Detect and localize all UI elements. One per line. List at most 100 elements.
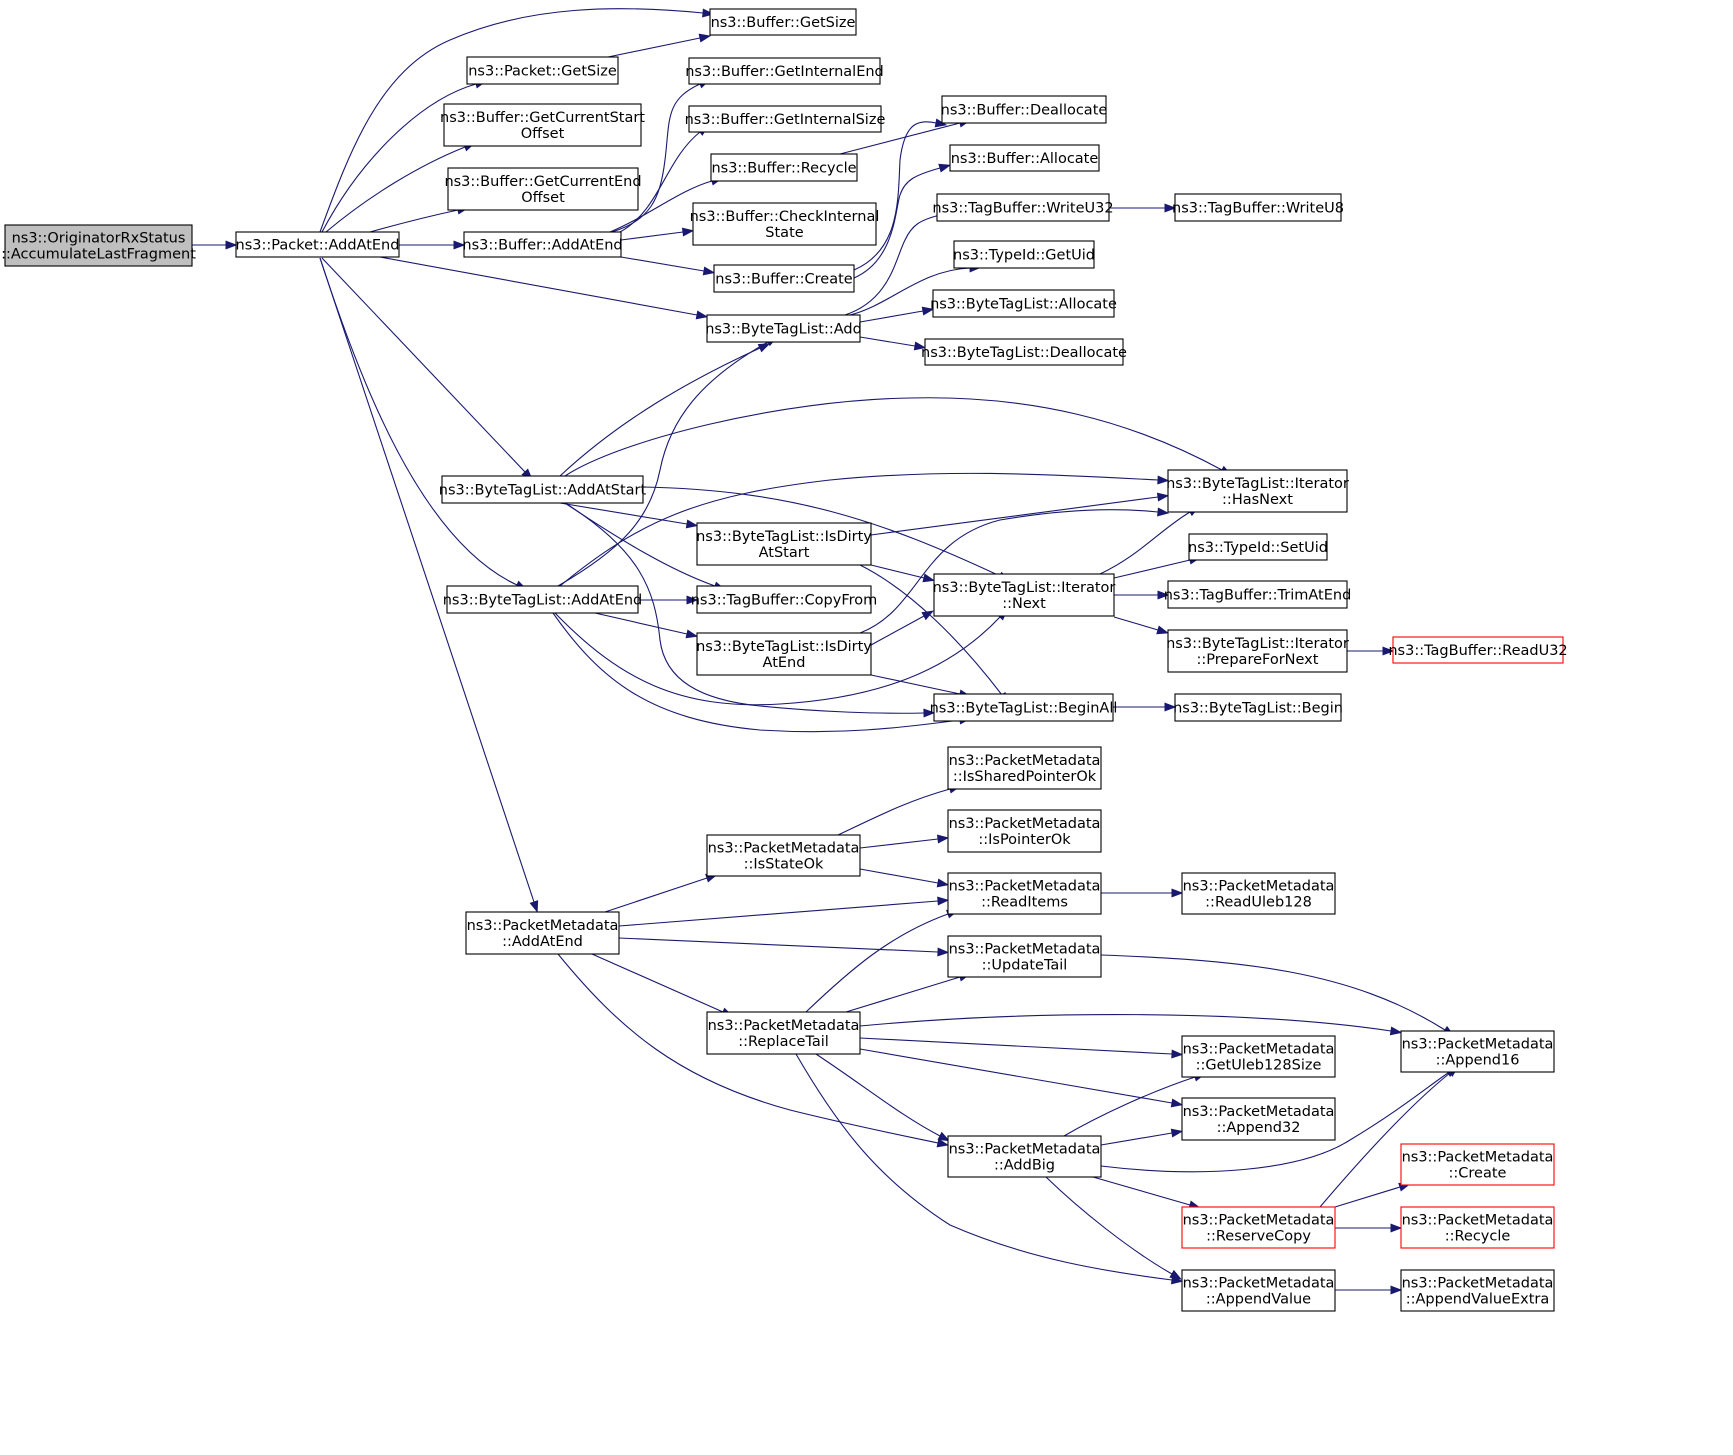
node-pm-append16[interactable]: ns3::PacketMetadata::Append16 <box>1400 1030 1555 1073</box>
node-btl-it-next[interactable]: ns3::ByteTagList::Iterator::Next <box>933 573 1116 617</box>
node-label: ns3::Packet::GetSize <box>468 64 617 80</box>
node-label: ns3::TagBuffer::TrimAtEnd <box>1164 588 1352 604</box>
node-pkt-getsize[interactable]: ns3::Packet::GetSize <box>466 56 619 85</box>
node-tb-writeu8[interactable]: ns3::TagBuffer::WriteU8 <box>1172 193 1344 222</box>
node-btl-add[interactable]: ns3::ByteTagList::Add <box>705 314 862 343</box>
node-btl-it-prep[interactable]: ns3::ByteTagList::Iterator::PrepareForNe… <box>1166 629 1349 673</box>
node-btl-beginall[interactable]: ns3::ByteTagList::BeginAll <box>930 693 1118 722</box>
node-pm-addatend[interactable]: ns3::PacketMetadata::AddAtEnd <box>465 911 620 955</box>
node-btl-it-hasnext[interactable]: ns3::ByteTagList::Iterator::HasNext <box>1166 469 1349 513</box>
node-btl-addatstart[interactable]: ns3::ByteTagList::AddAtStart <box>439 475 647 504</box>
node-label: ns3::PacketMetadata <box>949 1142 1101 1158</box>
node-tb-trimatend[interactable]: ns3::TagBuffer::TrimAtEnd <box>1164 580 1352 609</box>
edge-line <box>564 502 925 714</box>
node-buf-getsize[interactable]: ns3::Buffer::GetSize <box>709 8 857 36</box>
node-label: ns3::Buffer::Deallocate <box>941 103 1108 119</box>
edge-line <box>845 976 961 1013</box>
node-label: ::AddBig <box>994 1158 1055 1174</box>
node-pm-reservecopy[interactable]: ns3::PacketMetadata::ReserveCopy <box>1181 1206 1336 1249</box>
node-pm-replacetail[interactable]: ns3::PacketMetadata::ReplaceTail <box>706 1011 861 1055</box>
node-box <box>1181 1097 1336 1141</box>
arrowhead-icon <box>1164 702 1177 712</box>
node-box <box>947 935 1102 978</box>
edge-pm_appendvalue-to-pm_appendvalueextra <box>1335 1285 1403 1295</box>
node-btl-dealloc[interactable]: ns3::ByteTagList::Deallocate <box>921 338 1127 366</box>
node-label: ::AddAtEnd <box>502 934 583 950</box>
node-label: ::AppendValue <box>1206 1292 1311 1308</box>
node-buf-recycle[interactable]: ns3::Buffer::Recycle <box>710 153 858 182</box>
node-pm-readuleb[interactable]: ns3::PacketMetadata::ReadUleb128 <box>1181 872 1336 915</box>
node-box <box>692 202 877 246</box>
node-buf-create[interactable]: ns3::Buffer::Create <box>713 264 855 293</box>
node-box <box>1167 469 1348 513</box>
edge-line <box>559 472 1159 587</box>
node-tb-copyfrom[interactable]: ns3::TagBuffer::CopyFrom <box>691 585 878 614</box>
node-typeid-getuid[interactable]: ns3::TypeId::GetUid <box>953 240 1095 269</box>
node-label: ::HasNext <box>1222 492 1293 508</box>
edge-line <box>805 913 949 1013</box>
node-box <box>466 56 619 85</box>
node-btl-addatend[interactable]: ns3::ByteTagList::AddAtEnd <box>443 585 643 614</box>
arrowhead-icon <box>686 595 699 605</box>
edge-btl_addatstart-to-btl_add <box>559 343 771 477</box>
node-label: ns3::Buffer::CheckInternal <box>690 209 880 225</box>
edge-line <box>1100 1132 1173 1146</box>
node-box <box>696 585 872 614</box>
node-buf-dealloc[interactable]: ns3::Buffer::Deallocate <box>941 95 1108 124</box>
node-pm-appendvalue[interactable]: ns3::PacketMetadata::AppendValue <box>1181 1269 1336 1312</box>
edge-line <box>620 231 684 241</box>
node-label: ns3::PacketMetadata <box>1402 1150 1554 1166</box>
node-tb-writeu32[interactable]: ns3::TagBuffer::WriteU32 <box>932 193 1114 222</box>
edge-line <box>559 502 688 525</box>
node-tb-readu32[interactable]: ns3::TagBuffer::ReadU32 <box>1388 636 1568 664</box>
edge-btl_addatstart-to-btl_isdirtystart <box>559 502 699 529</box>
node-box <box>1188 533 1328 561</box>
node-root[interactable]: ns3::OriginatorRxStatus::AccumulateLastF… <box>1 224 196 267</box>
node-btl-begin[interactable]: ns3::ByteTagList::Begin <box>1173 693 1343 722</box>
node-box <box>949 144 1100 172</box>
node-buf-alloc[interactable]: ns3::Buffer::Allocate <box>949 144 1100 172</box>
node-buf-addatend[interactable]: ns3::Buffer::AddAtEnd <box>462 231 623 258</box>
node-buf-getintsize[interactable]: ns3::Buffer::GetInternalSize <box>685 105 886 133</box>
edge-pm_replacetail-to-pm_getulebsize <box>859 1037 1184 1059</box>
arrowhead-icon <box>702 266 716 276</box>
node-pm-appendvalueextra[interactable]: ns3::PacketMetadata::AppendValueExtra <box>1400 1269 1555 1312</box>
node-typeid-setuid[interactable]: ns3::TypeId::SetUid <box>1188 533 1328 561</box>
arrowhead-icon <box>1171 1049 1184 1059</box>
node-pm-create[interactable]: ns3::PacketMetadata::Create <box>1400 1143 1555 1186</box>
node-box <box>1181 1269 1336 1312</box>
node-label: ns3::PacketMetadata <box>1402 1037 1554 1053</box>
arrowhead-icon <box>1390 1285 1403 1295</box>
node-pm-getulebsize[interactable]: ns3::PacketMetadata::GetUleb128Size <box>1181 1035 1336 1078</box>
node-btl-alloc[interactable]: ns3::ByteTagList::Allocate <box>930 289 1117 318</box>
node-pm-issharedptr[interactable]: ns3::PacketMetadata::IsSharedPointerOk <box>947 746 1102 790</box>
nodes-layer: ns3::OriginatorRxStatus::AccumulateLastF… <box>1 8 1568 1312</box>
node-pm-recycle[interactable]: ns3::PacketMetadata::Recycle <box>1400 1206 1555 1249</box>
edge-pm_addbig-to-pm_append32 <box>1100 1128 1184 1146</box>
edge-pm_addatend-to-pm_updatetail <box>618 937 950 957</box>
edge-pm_replacetail-to-pm_readitems <box>805 909 959 1013</box>
node-pm-append32[interactable]: ns3::PacketMetadata::Append32 <box>1181 1097 1336 1141</box>
node-pkt-addatend[interactable]: ns3::Packet::AddAtEnd <box>235 231 400 258</box>
node-pm-updatetail[interactable]: ns3::PacketMetadata::UpdateTail <box>947 935 1102 978</box>
node-pm-isptrok[interactable]: ns3::PacketMetadata::IsPointerOk <box>947 809 1102 853</box>
node-buf-getintend[interactable]: ns3::Buffer::GetInternalEnd <box>685 57 884 85</box>
node-box <box>1167 580 1348 609</box>
edge-line <box>564 502 716 587</box>
node-pm-isstateok[interactable]: ns3::PacketMetadata::IsStateOk <box>706 834 861 877</box>
node-pm-addbig[interactable]: ns3::PacketMetadata::AddBig <box>947 1135 1102 1178</box>
arrowhead-icon <box>1170 1098 1184 1108</box>
edge-line <box>557 953 939 1144</box>
node-label: ::ReadUleb128 <box>1205 895 1312 911</box>
node-pm-readitems[interactable]: ns3::PacketMetadata::ReadItems <box>947 872 1102 915</box>
node-label: AtStart <box>759 545 810 561</box>
node-box <box>1400 1030 1555 1073</box>
edge-line <box>815 1053 941 1137</box>
edge-pm_replacetail-to-pm_addbig <box>815 1053 951 1142</box>
edge-line <box>859 564 1003 696</box>
